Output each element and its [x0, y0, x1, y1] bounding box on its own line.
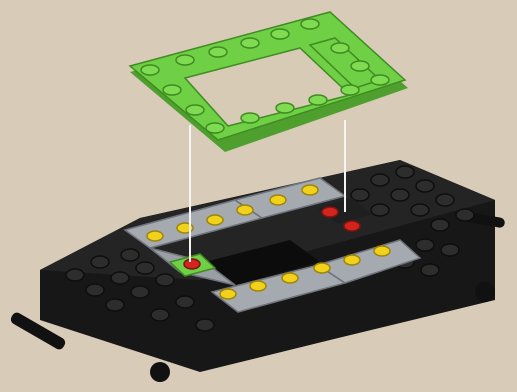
- red-studs: [183, 206, 361, 270]
- black-chassis-base: [10, 160, 505, 382]
- guide-lines: [189, 120, 346, 262]
- yellow-studs: [146, 184, 391, 300]
- green-frame-plate: [128, 11, 408, 152]
